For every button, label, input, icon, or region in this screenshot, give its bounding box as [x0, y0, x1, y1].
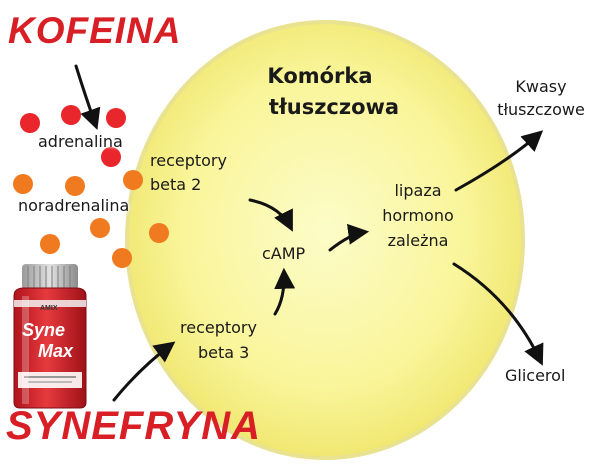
- adrenaline-dot: [101, 147, 121, 167]
- noradrenaline-dot: [123, 170, 143, 190]
- product-brand: AMIX: [40, 305, 58, 312]
- noradrenaline-dot: [149, 223, 169, 243]
- camp-label: cAMP: [262, 244, 306, 263]
- arrow-caffeine-to-hormones: [74, 64, 101, 130]
- lipase-line3: zależna: [387, 231, 449, 250]
- cell-title-line2: tłuszczowa: [268, 95, 400, 119]
- adrenaline-dot: [61, 105, 81, 125]
- noradrenaline-dot: [13, 174, 33, 194]
- noradrenaline-label: noradrenalina: [18, 196, 130, 215]
- beta2-receptors-line2: beta 2: [150, 175, 202, 194]
- fatty-acids-line1: Kwasy: [515, 77, 567, 96]
- beta3-receptors-line2: beta 3: [198, 343, 250, 362]
- hormone-dots: [13, 105, 169, 268]
- beta3-receptors-line1: receptory: [180, 318, 257, 337]
- adrenaline-label: adrenalina: [38, 132, 123, 151]
- noradrenaline-dot: [65, 176, 85, 196]
- adrenaline-dot: [20, 113, 40, 133]
- arrow-synephrine-to-beta3: [112, 341, 176, 402]
- fat-cell: [125, 20, 525, 460]
- product-bottle: [13, 264, 87, 409]
- glycerol-label: Glicerol: [505, 366, 566, 385]
- caffeine-title: KOFEINA: [8, 10, 182, 51]
- synephrine-title: SYNEFRYNA: [6, 404, 261, 448]
- arrow-lipase-to-glycerol: [452, 262, 544, 366]
- product-name-line1: Syne: [22, 320, 66, 340]
- fatty-acids-line2: tłuszczowe: [497, 100, 585, 119]
- noradrenaline-dot: [90, 218, 110, 238]
- arrow-lipase-to-fatty-acids: [454, 130, 544, 192]
- adrenaline-dot: [106, 108, 126, 128]
- noradrenaline-dot: [40, 234, 60, 254]
- product-name-line2: Max: [38, 341, 74, 361]
- arrow-beta3-to-camp: [273, 267, 296, 316]
- lipase-line1: lipaza: [394, 181, 442, 200]
- noradrenaline-dot: [112, 248, 132, 268]
- arrow-camp-to-lipase: [328, 223, 370, 252]
- beta2-receptors-line1: receptory: [150, 151, 227, 170]
- cell-title-line1: Komórka: [267, 64, 373, 88]
- lipase-line2: hormono: [382, 206, 454, 225]
- arrow-beta2-to-camp: [248, 198, 293, 232]
- reaction-arrows: [74, 64, 544, 402]
